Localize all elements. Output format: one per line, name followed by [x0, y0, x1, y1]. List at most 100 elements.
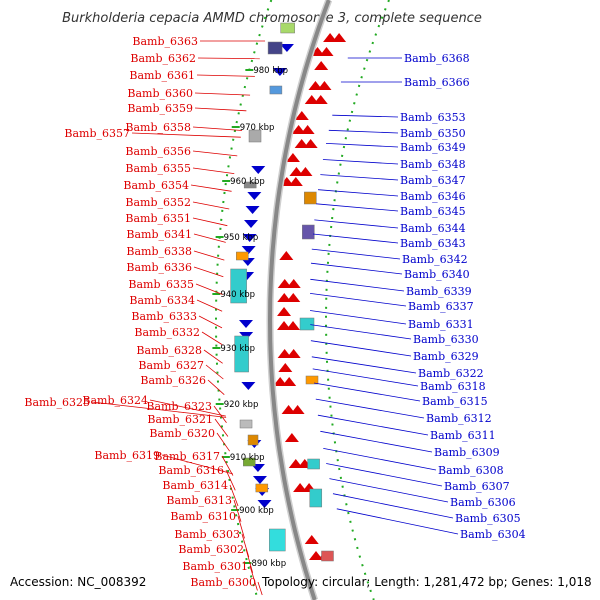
- leader-bamb-6338: [193, 250, 225, 261]
- gene-label-bamb-6303[interactable]: Bamb_6303: [174, 528, 240, 541]
- forward-gene-glyph: [282, 377, 297, 386]
- gene-label-bamb-6366[interactable]: Bamb_6366: [404, 76, 470, 89]
- gene-label-bamb-6308[interactable]: Bamb_6308: [438, 464, 504, 477]
- gene-label-bamb-6311[interactable]: Bamb_6311: [430, 429, 496, 442]
- gene-label-bamb-6304[interactable]: Bamb_6304: [460, 528, 526, 541]
- gene-label-bamb-6301[interactable]: Bamb_6301: [182, 560, 248, 573]
- gene-label-bamb-6324[interactable]: Bamb_6324: [82, 394, 148, 407]
- gene-block: [247, 434, 259, 446]
- gene-label-bamb-6326[interactable]: Bamb_6326: [140, 374, 206, 387]
- gene-label-bamb-6318[interactable]: Bamb_6318: [420, 380, 486, 393]
- gene-label-bamb-6347[interactable]: Bamb_6347: [400, 174, 466, 187]
- gene-label-bamb-6358[interactable]: Bamb_6358: [125, 121, 191, 134]
- leader-bamb-6310: [237, 515, 245, 539]
- gene-label-bamb-6320[interactable]: Bamb_6320: [149, 427, 215, 440]
- leader-bamb-6355: [192, 167, 235, 174]
- gene-label-bamb-6335[interactable]: Bamb_6335: [128, 278, 194, 291]
- gene-label-bamb-6309[interactable]: Bamb_6309: [434, 446, 500, 459]
- gene-label-bamb-6337[interactable]: Bamb_6337: [408, 300, 474, 313]
- gene-label-bamb-6334[interactable]: Bamb_6334: [129, 294, 195, 307]
- gene-label-bamb-6363[interactable]: Bamb_6363: [132, 35, 198, 48]
- reverse-gene-glyph: [251, 166, 266, 174]
- leader-bamb-6314: [229, 484, 239, 507]
- gene-label-bamb-6329[interactable]: Bamb_6329: [413, 350, 479, 363]
- gene-label-bamb-6322[interactable]: Bamb_6322: [418, 367, 484, 380]
- gene-label-bamb-6351[interactable]: Bamb_6351: [125, 212, 191, 225]
- leader-bamb-6341: [193, 233, 226, 243]
- gene-label-bamb-6319[interactable]: Bamb_6319: [94, 449, 160, 462]
- gene-label-bamb-6352[interactable]: Bamb_6352: [125, 196, 191, 209]
- gene-label-bamb-6355[interactable]: Bamb_6355: [125, 162, 191, 175]
- gene-label-bamb-6340[interactable]: Bamb_6340: [404, 268, 470, 281]
- gene-label-bamb-6357[interactable]: Bamb_6357: [64, 127, 130, 140]
- forward-gene-glyph: [323, 33, 338, 42]
- leader-bamb-6340: [310, 262, 403, 275]
- gene-label-bamb-6321[interactable]: Bamb_6321: [147, 413, 213, 426]
- gene-label-bamb-6328[interactable]: Bamb_6328: [136, 344, 202, 357]
- gene-label-bamb-6302[interactable]: Bamb_6302: [178, 543, 244, 556]
- leader-bamb-6334: [196, 299, 223, 312]
- gene-label-bamb-6361[interactable]: Bamb_6361: [129, 69, 195, 82]
- gene-label-bamb-6310[interactable]: Bamb_6310: [170, 510, 236, 523]
- gene-label-bamb-6343[interactable]: Bamb_6343: [400, 237, 466, 250]
- gene-label-bamb-6332[interactable]: Bamb_6332: [134, 326, 200, 339]
- gene-label-bamb-6359[interactable]: Bamb_6359: [127, 102, 193, 115]
- forward-gene-glyph: [286, 293, 301, 302]
- forward-gene-glyph: [309, 551, 324, 560]
- leader-bamb-6303: [241, 533, 250, 558]
- gene-label-bamb-6307[interactable]: Bamb_6307: [444, 480, 510, 493]
- reverse-gene-glyph: [242, 234, 257, 242]
- gene-label-bamb-6327[interactable]: Bamb_6327: [138, 359, 204, 372]
- gene-label-bamb-6338[interactable]: Bamb_6338: [126, 245, 192, 258]
- leader-bamb-6347: [320, 174, 399, 181]
- gene-label-bamb-6350[interactable]: Bamb_6350: [400, 127, 466, 140]
- gene-label-bamb-6348[interactable]: Bamb_6348: [400, 158, 466, 171]
- leader-bamb-6342: [311, 248, 401, 260]
- gene-label-bamb-6339[interactable]: Bamb_6339: [406, 285, 472, 298]
- gene-label-bamb-6333[interactable]: Bamb_6333: [131, 310, 197, 323]
- forward-gene-labels: Bamb_6363Bamb_6362Bamb_6361Bamb_6360Bamb…: [24, 35, 266, 596]
- gene-label-bamb-6354[interactable]: Bamb_6354: [123, 179, 189, 192]
- ruler-ring-outer: [215, 0, 273, 600]
- gene-label-bamb-6356[interactable]: Bamb_6356: [125, 145, 191, 158]
- gene-label-bamb-6345[interactable]: Bamb_6345: [400, 205, 466, 218]
- gene-label-bamb-6317[interactable]: Bamb_6317: [154, 450, 220, 463]
- gene-label-bamb-6300[interactable]: Bamb_6300: [190, 576, 256, 589]
- forward-gene-glyph: [304, 535, 319, 544]
- gene-label-bamb-6368[interactable]: Bamb_6368: [404, 52, 470, 65]
- reverse-gene-glyph: [279, 44, 294, 52]
- gene-label-bamb-6331[interactable]: Bamb_6331: [408, 318, 474, 331]
- gene-label-bamb-6353[interactable]: Bamb_6353: [400, 111, 466, 124]
- scale-tick-label: 970 kbp: [240, 123, 275, 133]
- gene-label-bamb-6360[interactable]: Bamb_6360: [127, 87, 193, 100]
- gene-label-bamb-6315[interactable]: Bamb_6315: [422, 395, 488, 408]
- leader-bamb-6329: [310, 340, 412, 357]
- gene-label-bamb-6330[interactable]: Bamb_6330: [413, 333, 479, 346]
- gene-label-bamb-6325[interactable]: Bamb_6325: [24, 396, 90, 409]
- gene-label-bamb-6305[interactable]: Bamb_6305: [455, 512, 521, 525]
- gene-label-bamb-6313[interactable]: Bamb_6313: [166, 494, 232, 507]
- gene-label-bamb-6341[interactable]: Bamb_6341: [126, 228, 192, 241]
- gene-label-bamb-6336[interactable]: Bamb_6336: [126, 261, 192, 274]
- forward-gene-glyph: [303, 139, 318, 148]
- leader-bamb-6324: [149, 399, 227, 417]
- leader-bamb-6307: [326, 463, 443, 487]
- gene-label-bamb-6346[interactable]: Bamb_6346: [400, 190, 466, 203]
- gene-label-bamb-6306[interactable]: Bamb_6306: [450, 496, 516, 509]
- forward-gene-glyph: [291, 125, 306, 134]
- gene-label-bamb-6349[interactable]: Bamb_6349: [400, 141, 466, 154]
- gene-label-bamb-6312[interactable]: Bamb_6312: [426, 412, 492, 425]
- leader-bamb-6336: [193, 266, 224, 278]
- leader-bamb-6357: [131, 132, 241, 138]
- leader-bamb-6349: [325, 143, 399, 148]
- gene-label-bamb-6316[interactable]: Bamb_6316: [158, 464, 224, 477]
- gene-label-bamb-6314[interactable]: Bamb_6314: [162, 479, 228, 492]
- gene-label-bamb-6323[interactable]: Bamb_6323: [146, 400, 212, 413]
- forward-gene-glyph: [277, 279, 292, 288]
- forward-gene-glyph: [277, 293, 292, 302]
- gene-label-bamb-6344[interactable]: Bamb_6344: [400, 222, 466, 235]
- gene-block: [267, 41, 283, 55]
- backbone-line: [267, 0, 331, 600]
- gene-label-bamb-6362[interactable]: Bamb_6362: [130, 52, 196, 65]
- gene-label-bamb-6342[interactable]: Bamb_6342: [402, 253, 468, 266]
